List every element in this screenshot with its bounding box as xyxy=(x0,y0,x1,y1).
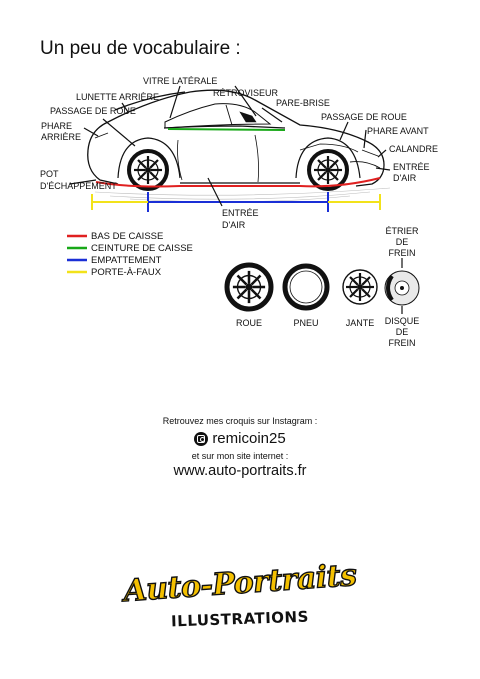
label-phare-arriere-2: ARRIÈRE xyxy=(41,132,81,142)
disque-de-frein-illustration xyxy=(384,270,420,306)
label-pot-1: POT xyxy=(40,169,59,179)
label-lunette-arriere: LUNETTE ARRIÈRE xyxy=(76,92,159,102)
label-calandre: CALANDRE xyxy=(389,144,438,154)
label-retroviseur: RÉTROVISEUR xyxy=(213,88,279,98)
website-link[interactable]: www.auto-portraits.fr xyxy=(173,463,307,479)
rear-wheel xyxy=(127,149,169,191)
label-pare-brise: PARE-BRISE xyxy=(276,98,330,108)
instagram-handle-row[interactable]: remicoin25 xyxy=(0,430,480,450)
legend: BAS DE CAISSE CEINTURE DE CAISSE EMPATTE… xyxy=(67,231,193,278)
porte-a-faux-lines xyxy=(91,194,381,210)
instagram-handle[interactable]: remicoin25 xyxy=(212,430,286,447)
ceinture-de-caisse-line xyxy=(167,128,286,131)
label-passage-roue-arriere: PASSAGE DE ROUE xyxy=(50,106,136,116)
website-intro: et sur mon site internet : xyxy=(191,451,289,461)
label-pot-2: D'ÉCHAPPEMENT xyxy=(40,181,117,191)
label-pneu: PNEU xyxy=(293,318,318,328)
label-disque-3: FREIN xyxy=(389,338,416,348)
label-entree-air-avant-2: D'AIR xyxy=(393,173,417,183)
label-roue: ROUE xyxy=(236,318,262,328)
label-jante: JANTE xyxy=(346,318,375,328)
page-title: Un peu de vocabulaire : xyxy=(40,38,241,59)
label-etrier-1: ÉTRIER xyxy=(385,226,419,236)
label-etrier-2: DE xyxy=(396,237,409,247)
car-body xyxy=(87,89,385,187)
legend-label-0: BAS DE CAISSE xyxy=(91,231,163,242)
label-entree-air-laterale-2: D'AIR xyxy=(222,220,246,230)
instagram-icon xyxy=(194,431,209,446)
roue-illustration xyxy=(224,262,274,312)
instagram-intro: Retrouvez mes croquis sur Instagram : xyxy=(162,416,318,426)
label-phare-avant: PHARE AVANT xyxy=(367,126,429,136)
legend-label-2: EMPATTEMENT xyxy=(91,255,162,266)
label-entree-air-laterale-1: ENTRÉE xyxy=(222,208,259,218)
label-entree-air-avant-1: ENTRÉE xyxy=(393,162,430,172)
ground-shadow xyxy=(94,187,391,203)
label-vitre-laterale: VITRE LATÉRALE xyxy=(143,76,217,86)
label-etrier-3: FREIN xyxy=(389,248,416,258)
label-phare-arriere-1: PHARE xyxy=(41,121,72,131)
leader-lines xyxy=(69,85,391,207)
label-passage-roue-avant: PASSAGE DE ROUE xyxy=(321,112,407,122)
pneu-illustration xyxy=(282,263,330,311)
bas-de-caisse-line xyxy=(95,177,381,188)
legend-label-3: PORTE-À-FAUX xyxy=(91,267,162,278)
legend-label-1: CEINTURE DE CAISSE xyxy=(91,243,193,254)
front-wheel xyxy=(307,149,349,191)
label-disque-2: DE xyxy=(396,327,409,337)
label-disque-1: DISQUE xyxy=(385,316,420,326)
jante-illustration xyxy=(342,269,378,305)
